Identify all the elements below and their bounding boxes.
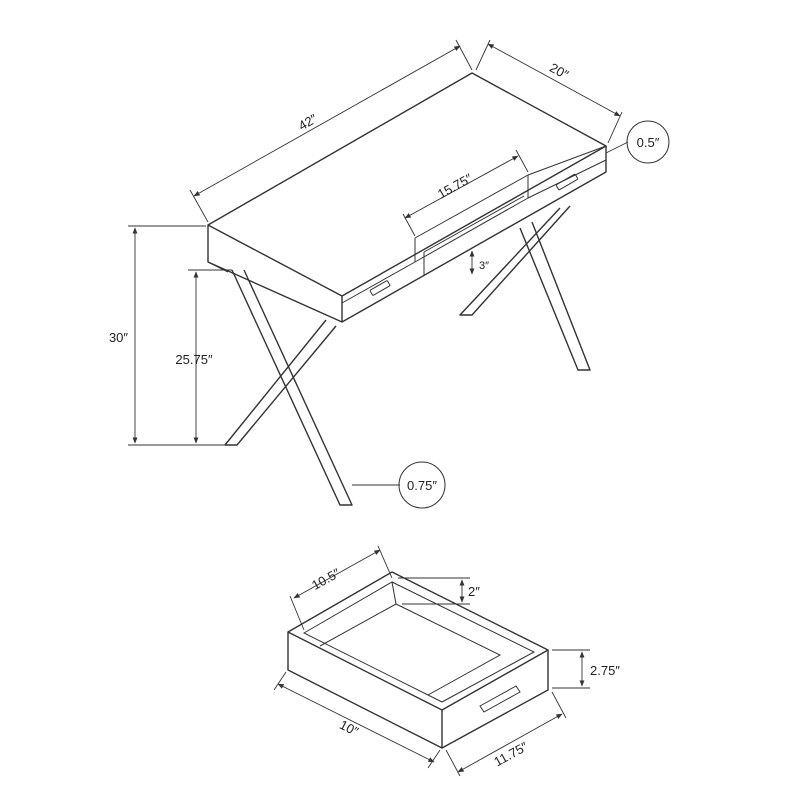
top-thickness-label: 0.5″ [637, 135, 660, 150]
shelf-width-dim-line [404, 155, 519, 219]
drawer-inner-depth-label: 2″ [468, 584, 480, 599]
desk-front-edge [207, 225, 343, 323]
left-leg-a [231, 269, 353, 506]
drawer-inner-width-dim-line [293, 549, 381, 599]
drawer-inner-bottom [319, 581, 502, 696]
desk-width-label: 42″ [296, 111, 320, 134]
ext-line [551, 691, 567, 719]
ext-line [377, 545, 393, 579]
desk-drawing [207, 72, 607, 506]
shelf-width-label: 15.75″ [435, 170, 475, 201]
leg-thickness-callout [398, 461, 446, 509]
leg-thickness-label: 0.75″ [407, 478, 437, 493]
top-thickness-callout [626, 120, 670, 164]
ext-line [445, 749, 461, 777]
width-dim-line [193, 45, 461, 197]
left-drawer-front [341, 238, 416, 304]
drawer-handle [479, 685, 521, 713]
ext-line [402, 213, 416, 237]
drawer-front-width-label: 10″ [337, 717, 361, 739]
ext-line [189, 189, 209, 223]
right-leg-b [459, 205, 571, 316]
left-leg-b [224, 319, 337, 446]
drawer-inner-width-label: 10.5″ [309, 565, 343, 593]
drawer-front-width-dim-line [277, 683, 435, 763]
drawer-side-depth-dim-line [457, 713, 563, 773]
callout-leader [605, 141, 629, 154]
ext-line [289, 595, 305, 631]
ext-line [455, 39, 473, 71]
left-drawer-handle [369, 280, 391, 296]
total-height-label: 30″ [109, 330, 128, 345]
ext-line [427, 749, 441, 769]
ext-line [515, 149, 529, 173]
desk-depth-label: 20″ [547, 60, 571, 83]
shelf-height-label: 3″ [479, 260, 489, 272]
ext-line [607, 111, 623, 144]
drawer-side-depth-label: 11.75″ [491, 739, 530, 770]
drawer-rim-inner [302, 581, 536, 703]
ext-line [273, 671, 287, 691]
desk-top [207, 72, 607, 297]
drawer-front-wall [441, 650, 549, 749]
ext-line [475, 39, 491, 71]
desk-right-face [341, 146, 607, 323]
right-drawer-handle [555, 173, 579, 191]
clearance-height-label: 25.75″ [175, 352, 213, 367]
desk-dimensions: 42″ 20″ 0.5″ 15.75″ 3″ 30″ 25.75″ 0.75″ [109, 39, 670, 509]
desk-under-line [207, 261, 229, 273]
drawer-height-label: 2.75″ [590, 663, 620, 678]
right-drawer-front [527, 145, 607, 199]
drawer-dimensions: 10.5″ 2″ 2.75″ 10″ 11.75″ [273, 545, 620, 777]
depth-dim-line [487, 43, 621, 117]
right-leg-a [519, 221, 591, 371]
drawer-drawing [287, 571, 549, 749]
